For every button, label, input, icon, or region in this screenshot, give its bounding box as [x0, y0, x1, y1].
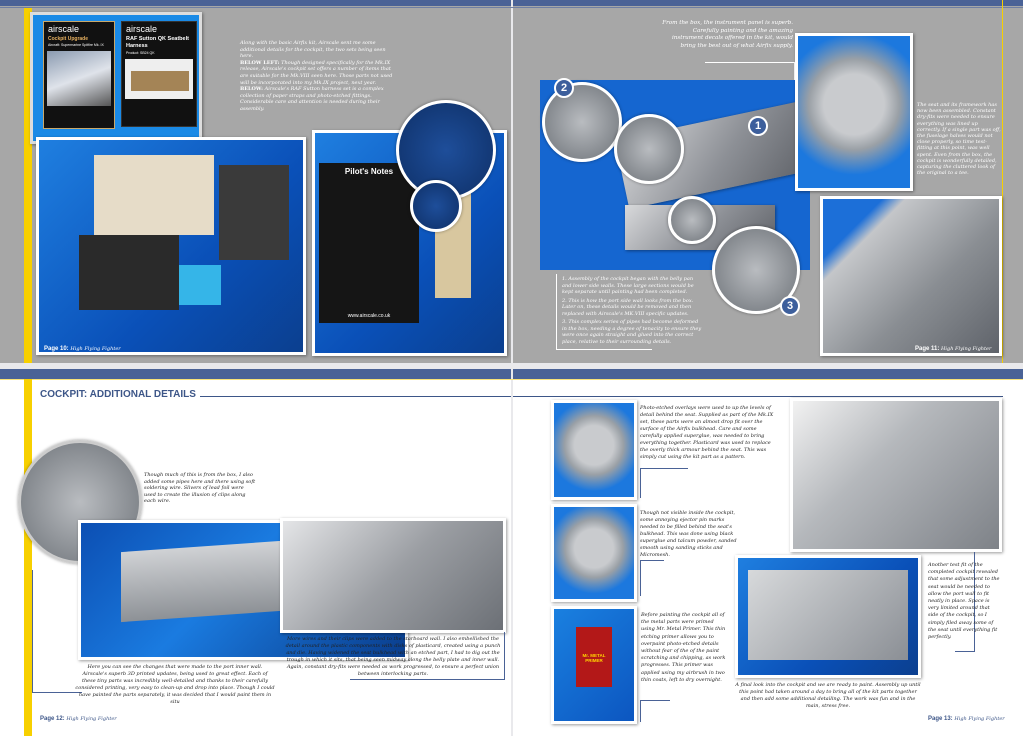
pipes-caption: Though much of this is from the box, I a… — [144, 472, 256, 505]
etch-fret — [79, 235, 179, 310]
heading-rule — [513, 396, 1003, 397]
leader-line — [32, 570, 82, 693]
kit-packets-photo: airscale Cockpit Upgrade Aircraft: Super… — [30, 12, 202, 144]
pilots-notes-title: Pilot's Notes — [344, 167, 394, 176]
detail-circle-mid — [614, 114, 684, 184]
folio-number: Page 10: — [44, 346, 69, 352]
top-bar-left — [0, 0, 511, 6]
ejector-caption: Though not visible inside the cockpit, s… — [640, 510, 737, 558]
etch-caption: Photo-etched overlays were used to up th… — [640, 405, 774, 460]
primer-bottle-label: Mr. METAL PRIMER — [576, 627, 612, 687]
printed-parts — [219, 165, 289, 260]
cockpit-testfit-photo — [790, 398, 1002, 552]
folio-page-13: Page 13: High Flying Fighter — [928, 716, 1005, 722]
testfit-caption: Another test fit of the completed cockpi… — [928, 562, 1000, 641]
leader-line — [640, 468, 688, 498]
magnifier-small-circle — [410, 180, 462, 232]
steps-caption: 1. Assembly of the cockpit began with th… — [562, 276, 702, 345]
instructions-sheet — [94, 155, 214, 235]
harness-image — [131, 71, 189, 91]
top-bar-right — [513, 0, 1023, 6]
spitfire-image — [47, 51, 111, 106]
leader-line — [556, 274, 652, 350]
section-heading: COCKPIT: ADDITIONAL DETAILS — [40, 389, 196, 400]
badge-2: 2 — [554, 78, 574, 98]
pack-product: Product: SB24 QK — [126, 51, 155, 55]
seat-assembly-photo — [820, 196, 1002, 356]
pack-brand: airscale — [126, 24, 158, 34]
below-left-label: BELOW LEFT: — [240, 59, 280, 66]
step-1: 1. Assembly of the cockpit began with th… — [562, 276, 694, 295]
badge-1: 1 — [748, 116, 768, 136]
detail-circle-2 — [542, 82, 622, 162]
decal-sheet — [179, 265, 221, 305]
below-label: BELOW: — [240, 86, 264, 93]
pack-title: Cockpit Upgrade — [48, 36, 89, 42]
primer-photo: Mr. METAL PRIMER — [551, 606, 637, 724]
sheet-url: www.airscale.co.uk — [347, 313, 391, 319]
folio-page-12: Page 12: High Flying Fighter — [40, 716, 117, 722]
intro-caption: Along with the basic Airfix kit, Airscal… — [240, 40, 395, 113]
folio-number: Page 11: — [915, 346, 940, 352]
folio-title: High Flying Fighter — [70, 346, 121, 352]
leader-line — [955, 552, 975, 652]
wall-caption: Here you can see the changes that were m… — [75, 664, 275, 705]
final-caption: A final look into the cockpit and we are… — [735, 682, 921, 709]
accent-bar — [24, 8, 32, 363]
step-2: 2. This is how the port side wall looks … — [562, 297, 694, 317]
folio-title: High Flying Fighter — [941, 346, 992, 352]
leader-line — [705, 62, 795, 80]
step-3: 3. This complex series of pipes had beco… — [562, 319, 702, 345]
leader-line — [640, 700, 670, 722]
below-text: Airscale's RAF Sutton harness set is a c… — [240, 86, 384, 112]
cockpit-assembly — [748, 570, 908, 660]
starboard-wall-photo — [280, 518, 506, 633]
intro-text: Along with the basic Airfix kit, Airscal… — [240, 40, 386, 60]
pack-subtitle: Aircraft: Supermarine Spitfire Mk. IX — [48, 43, 104, 47]
rule — [0, 379, 1023, 380]
panel-caption: From the box, the instrument panel is su… — [662, 20, 793, 49]
rule — [0, 7, 1023, 8]
bulkhead-photo — [551, 504, 637, 602]
instrument-panel-photo — [795, 33, 913, 191]
pack-title: RAF Sutton QK Seatbelt Harness — [126, 36, 189, 49]
detail-circle-small — [668, 196, 716, 244]
leader-line — [350, 632, 505, 680]
folio-page-10: Page 10: High Flying Fighter — [44, 346, 121, 352]
primer-caption: Before painting the cockpit all of the m… — [641, 612, 726, 683]
final-cockpit-photo — [735, 555, 921, 678]
top-bar-left — [0, 369, 511, 379]
heading-rule — [200, 396, 511, 397]
below-left-text: Though designed specifically for the Mk.… — [240, 59, 393, 86]
badge-3: 3 — [780, 296, 800, 316]
harness-pack: airscale RAF Sutton QK Seatbelt Harness … — [121, 21, 197, 127]
pilots-notes-sheet: Pilot's Notes www.airscale.co.uk — [319, 163, 419, 323]
cockpit-set-photo — [36, 137, 306, 355]
folio-title: High Flying Fighter — [954, 716, 1005, 722]
wires-caption: More wires and their clips were added to… — [285, 636, 501, 677]
folio-title: High Flying Fighter — [66, 716, 117, 722]
seat-caption: The seat and its framework has now been … — [917, 102, 1001, 177]
folio-page-11: Page 11: High Flying Fighter — [915, 346, 991, 352]
folio-number: Page 13: — [928, 716, 953, 722]
folio-number: Page 12: — [40, 716, 65, 722]
seat-etch-photo — [551, 400, 637, 500]
pack-brand: airscale — [48, 24, 80, 34]
leader-line — [640, 560, 664, 596]
accent-line — [1002, 0, 1003, 363]
cockpit-upgrade-pack: airscale Cockpit Upgrade Aircraft: Super… — [43, 21, 115, 129]
accent-bar — [24, 379, 32, 736]
top-bar-right — [513, 369, 1023, 379]
